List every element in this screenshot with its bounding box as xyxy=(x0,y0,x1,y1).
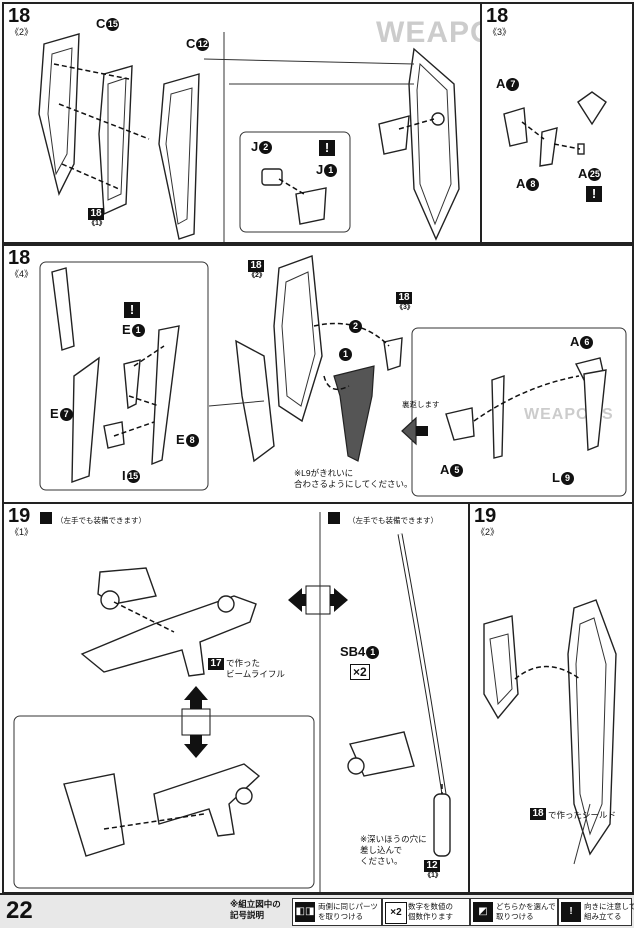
step-ref-12-1: 12《1》 xyxy=(424,860,442,879)
legend-item-choose: ◩ どちらかを選んで 取りつける xyxy=(470,898,558,926)
step-19-1-panel: 19 《1》 （左手でも装備できます） （左手でも装備できます） xyxy=(2,502,470,894)
step-19-1-diagram xyxy=(13,512,451,892)
step-number: 19 xyxy=(8,505,31,527)
page-number: 22 xyxy=(6,897,33,924)
saber-note: ※深いほうの穴に 差し込んで ください。 xyxy=(360,834,427,866)
order-2: 2 xyxy=(348,318,362,334)
flip-note: 裏返します xyxy=(402,400,440,409)
choose-icon: ◩ xyxy=(473,902,493,922)
left-hand-note: （左手でも装備できます） xyxy=(56,516,146,525)
rifle-ref-17: 17 xyxy=(208,658,224,670)
shield-ref-18: 18 xyxy=(530,808,546,820)
step-sub: 《4》 xyxy=(10,269,34,279)
step-sub: 《1》 xyxy=(10,527,34,537)
legend-item-quantity: ×2 数字を数値の 個数作ります xyxy=(382,898,470,926)
shield-label: で作ったシールド xyxy=(548,810,617,820)
step-number: 18 xyxy=(8,247,31,269)
step-ref-18-3: 18《3》 xyxy=(396,292,414,311)
rifle-label: で作った ビームライフル xyxy=(226,658,285,679)
caution-icon: ! xyxy=(586,186,602,202)
both-sides-icon: ◧◨ xyxy=(295,902,315,922)
part-c15-shape xyxy=(38,33,80,197)
step-sub: 《2》 xyxy=(476,527,500,537)
step-ref-18-2: 18《2》 xyxy=(248,260,266,279)
step-18-2-panel: 18 《2》 WEAPONS xyxy=(2,2,482,244)
step-number: 18 xyxy=(486,5,509,27)
caution-icon: ! xyxy=(124,302,140,318)
legend-item-caution: ! 向きに注意して 組み立てる xyxy=(558,898,634,926)
background-title: WEAPONS xyxy=(376,16,480,49)
caution-icon: ! xyxy=(319,140,335,156)
step-sub: 《3》 xyxy=(488,27,512,37)
step-ref-18-1: 18《1》 xyxy=(88,208,106,227)
quantity-x2: ×2 xyxy=(350,664,370,680)
note-l9: ※L9がきれいに 合わさるようにしてください。 xyxy=(294,468,413,489)
step-number: 18 xyxy=(8,5,31,27)
step-number: 19 xyxy=(474,505,497,527)
legend-title: ※組立図中の 記号説明 xyxy=(230,899,281,920)
step-sub: 《2》 xyxy=(10,27,34,37)
order-1: 1 xyxy=(338,346,352,362)
step-18-4-panel: 18 《4》 WEAPONS xyxy=(2,244,634,504)
step-18-4-diagram xyxy=(39,255,627,497)
step-19-2-panel: 19 《2》 18 で作ったシールド xyxy=(468,502,634,894)
step-18-3-diagram xyxy=(503,91,607,167)
left-hand-note-2: （左手でも装備できます） xyxy=(348,516,438,525)
legend-item-both-sides: ◧◨ 両側に同じパーツ を取りつける xyxy=(292,898,382,926)
caution-legend-icon: ! xyxy=(561,902,581,922)
step-19-2-diagram xyxy=(483,599,617,865)
step-18-2-diagram xyxy=(38,32,460,242)
footer-legend: 22 ※組立図中の 記号説明 ◧◨ 両側に同じパーツ を取りつける ×2 数字を… xyxy=(0,893,634,928)
quantity-icon: ×2 xyxy=(385,902,407,924)
